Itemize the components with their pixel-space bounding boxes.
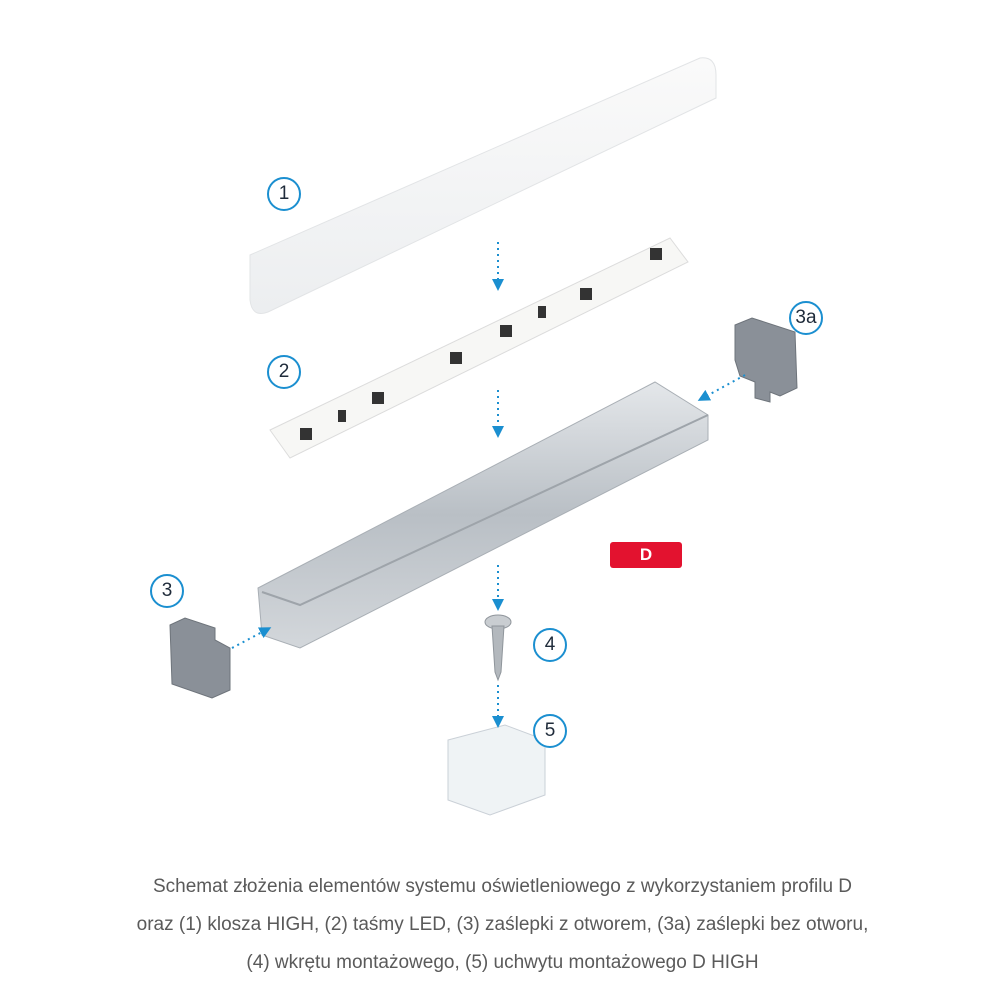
caption-line-3: (4) wkrętu montażowego, (5) uchwytu mont… (246, 952, 759, 973)
callout-3a: 3a (789, 301, 823, 335)
callout-4: 4 (533, 628, 567, 662)
mounting-screw (484, 614, 512, 682)
mounting-clip (447, 724, 546, 816)
callout-3: 3 (150, 574, 184, 608)
end-cap-without-hole (734, 317, 798, 403)
callout-1: 1 (267, 177, 301, 211)
end-cap-with-hole (169, 617, 231, 699)
profile-d-badge: D (610, 542, 682, 568)
caption-line-2: oraz (1) klosza HIGH, (2) taśmy LED, (3)… (136, 914, 869, 935)
caption: Schemat złożenia elementów systemu oświe… (0, 868, 1005, 982)
diffuser-cover (249, 57, 717, 314)
callout-5: 5 (533, 714, 567, 748)
led-strip (269, 237, 689, 459)
caption-line-1: Schemat złożenia elementów systemu oświe… (152, 876, 853, 897)
assembly-arrows (231, 242, 746, 728)
callout-2: 2 (267, 355, 301, 389)
